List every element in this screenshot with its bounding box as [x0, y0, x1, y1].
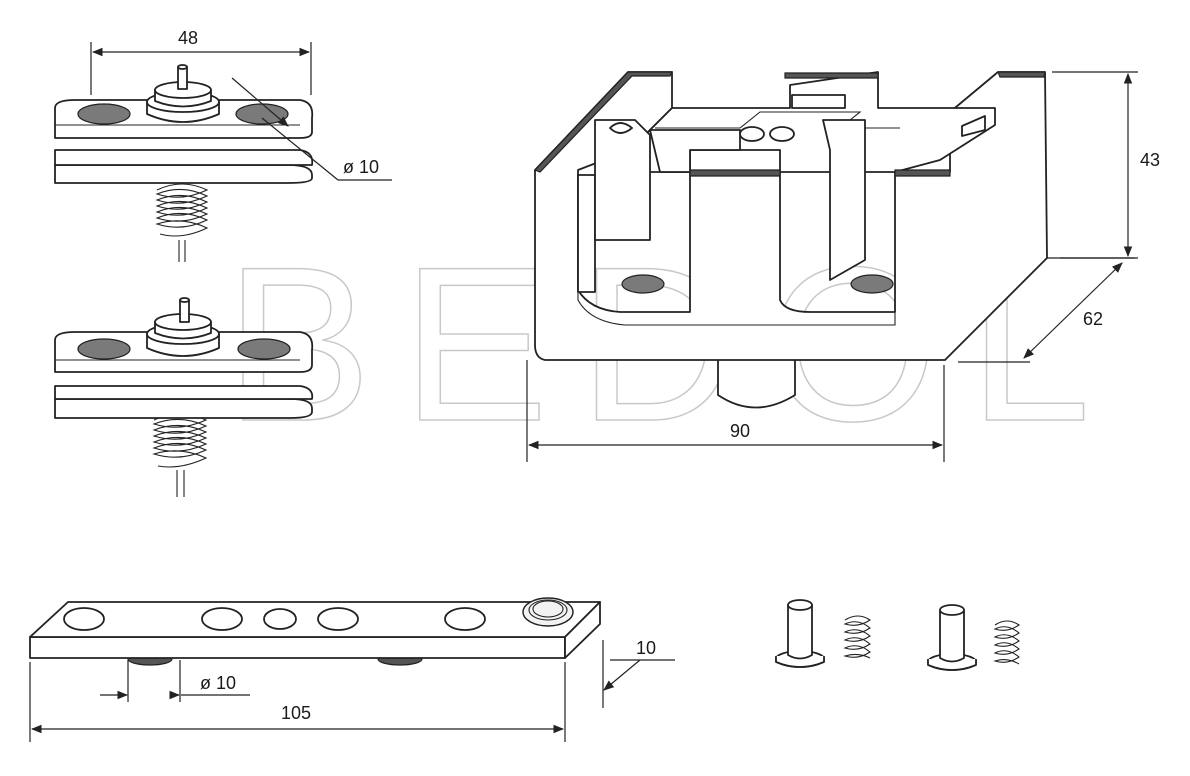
dim-height-43: 43	[1140, 150, 1160, 170]
pad-left	[77, 103, 131, 125]
flat-bar	[29, 597, 601, 666]
dim-diameter-top: ø 10	[343, 157, 379, 177]
dim-thickness-10: 10	[636, 638, 656, 658]
dim-width-48: 48	[178, 28, 198, 48]
pivot-part-bottom	[54, 297, 314, 497]
dim-depth-62: 62	[1083, 309, 1103, 329]
dim-width-90: 90	[730, 421, 750, 441]
spring-icon	[993, 620, 1020, 665]
dim-length-105: 105	[281, 703, 311, 723]
pivot-housing	[533, 71, 1048, 409]
pivot-part-top	[54, 64, 314, 262]
spring-icon	[152, 413, 208, 497]
pad-right	[235, 103, 289, 125]
dim-diameter-bar: ø 10	[200, 673, 236, 693]
spring-icon	[155, 183, 209, 262]
spring-icon	[843, 615, 871, 659]
pin-right	[927, 604, 977, 671]
pin-left	[775, 599, 825, 668]
